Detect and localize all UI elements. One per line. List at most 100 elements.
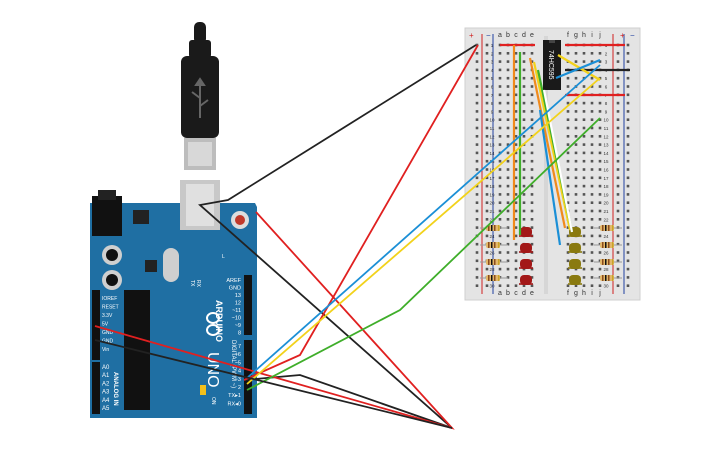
breadboard-hole[interactable]	[522, 60, 526, 63]
breadboard-hole[interactable]	[574, 135, 578, 138]
breadboard-hole[interactable]	[574, 101, 578, 105]
breadboard-hole[interactable]	[530, 259, 534, 263]
resistor[interactable]	[480, 259, 508, 265]
breadboard-hole[interactable]	[506, 168, 510, 171]
breadboard-hole[interactable]	[506, 209, 510, 213]
rail-hole[interactable]	[475, 68, 479, 72]
rail-hole[interactable]	[616, 209, 620, 213]
breadboard-hole[interactable]	[522, 126, 526, 130]
rail-hole[interactable]	[475, 110, 479, 113]
breadboard-hole[interactable]	[574, 143, 578, 146]
breadboard-hole[interactable]	[514, 76, 518, 80]
breadboard-hole[interactable]	[498, 118, 502, 121]
rail-hole[interactable]	[626, 168, 630, 171]
breadboard-hole[interactable]	[506, 284, 510, 287]
breadboard-hole[interactable]	[566, 184, 570, 188]
resistor[interactable]	[594, 259, 622, 265]
rail-hole[interactable]	[616, 52, 620, 55]
breadboard-hole[interactable]	[566, 176, 570, 180]
rail-hole[interactable]	[475, 168, 479, 171]
breadboard-hole[interactable]	[498, 126, 502, 130]
breadboard-hole[interactable]	[590, 218, 594, 221]
breadboard-hole[interactable]	[514, 118, 518, 121]
breadboard-hole[interactable]	[598, 85, 602, 88]
breadboard-hole[interactable]	[522, 284, 526, 287]
rail-hole[interactable]	[616, 135, 620, 138]
breadboard-hole[interactable]	[506, 52, 510, 55]
rail-hole[interactable]	[626, 234, 630, 238]
breadboard-hole[interactable]	[506, 68, 510, 72]
rail-hole[interactable]	[485, 60, 489, 63]
breadboard-hole[interactable]	[590, 176, 594, 180]
breadboard-hole[interactable]	[522, 85, 526, 88]
rail-hole[interactable]	[475, 226, 479, 229]
rail-hole[interactable]	[485, 184, 489, 188]
breadboard-hole[interactable]	[598, 251, 602, 254]
rail-hole[interactable]	[626, 151, 630, 155]
breadboard-hole[interactable]	[530, 76, 534, 80]
breadboard-hole[interactable]	[582, 168, 586, 171]
led[interactable]	[519, 243, 533, 253]
breadboard-hole[interactable]	[566, 110, 570, 113]
breadboard-hole[interactable]	[590, 259, 594, 263]
breadboard-hole[interactable]	[590, 284, 594, 287]
led[interactable]	[568, 243, 582, 253]
breadboard-hole[interactable]	[582, 126, 586, 130]
breadboard-hole[interactable]	[574, 151, 578, 155]
breadboard-hole[interactable]	[598, 209, 602, 213]
breadboard-hole[interactable]	[590, 159, 594, 163]
breadboard-hole[interactable]	[590, 151, 594, 155]
breadboard-hole[interactable]	[506, 193, 510, 196]
breadboard-hole[interactable]	[522, 176, 526, 180]
breadboard-hole[interactable]	[498, 159, 502, 163]
breadboard-hole[interactable]	[514, 267, 518, 271]
breadboard-hole[interactable]	[590, 110, 594, 113]
breadboard-hole[interactable]	[566, 85, 570, 88]
breadboard-hole[interactable]	[498, 93, 502, 97]
rail-hole[interactable]	[616, 176, 620, 180]
breadboard-hole[interactable]	[514, 242, 518, 246]
breadboard-hole[interactable]	[530, 201, 534, 204]
breadboard-hole[interactable]	[574, 159, 578, 163]
rail-hole[interactable]	[616, 218, 620, 221]
breadboard-hole[interactable]	[598, 193, 602, 196]
breadboard-hole[interactable]	[566, 135, 570, 138]
rail-hole[interactable]	[475, 126, 479, 130]
breadboard-hole[interactable]	[506, 218, 510, 221]
breadboard-hole[interactable]	[498, 201, 502, 204]
breadboard-hole[interactable]	[590, 135, 594, 138]
breadboard-hole[interactable]	[590, 242, 594, 246]
rail-hole[interactable]	[626, 135, 630, 138]
breadboard-hole[interactable]	[582, 193, 586, 196]
breadboard-hole[interactable]	[598, 118, 602, 121]
rail-hole[interactable]	[626, 242, 630, 246]
rail-hole[interactable]	[626, 85, 630, 88]
breadboard-hole[interactable]	[582, 218, 586, 221]
rail-hole[interactable]	[626, 126, 630, 130]
breadboard-hole[interactable]	[582, 276, 586, 279]
breadboard-hole[interactable]	[530, 218, 534, 221]
rail-hole[interactable]	[475, 143, 479, 146]
breadboard-hole[interactable]	[506, 176, 510, 180]
breadboard-hole[interactable]	[530, 52, 534, 55]
rail-hole[interactable]	[616, 251, 620, 254]
breadboard-hole[interactable]	[514, 126, 518, 130]
breadboard-hole[interactable]	[514, 251, 518, 254]
rail-hole[interactable]	[475, 159, 479, 163]
breadboard-hole[interactable]	[530, 93, 534, 97]
breadboard-hole[interactable]	[574, 267, 578, 271]
breadboard-hole[interactable]	[582, 176, 586, 180]
rail-hole[interactable]	[616, 126, 620, 130]
breadboard-hole[interactable]	[522, 52, 526, 55]
breadboard-hole[interactable]	[498, 251, 502, 254]
rail-hole[interactable]	[626, 251, 630, 254]
breadboard-hole[interactable]	[582, 234, 586, 238]
breadboard-hole[interactable]	[598, 284, 602, 287]
breadboard-hole[interactable]	[506, 242, 510, 246]
breadboard-hole[interactable]	[522, 93, 526, 97]
breadboard-hole[interactable]	[530, 284, 534, 287]
rail-hole[interactable]	[626, 193, 630, 196]
breadboard-hole[interactable]	[598, 201, 602, 204]
breadboard-hole[interactable]	[582, 118, 586, 121]
breadboard-hole[interactable]	[574, 110, 578, 113]
